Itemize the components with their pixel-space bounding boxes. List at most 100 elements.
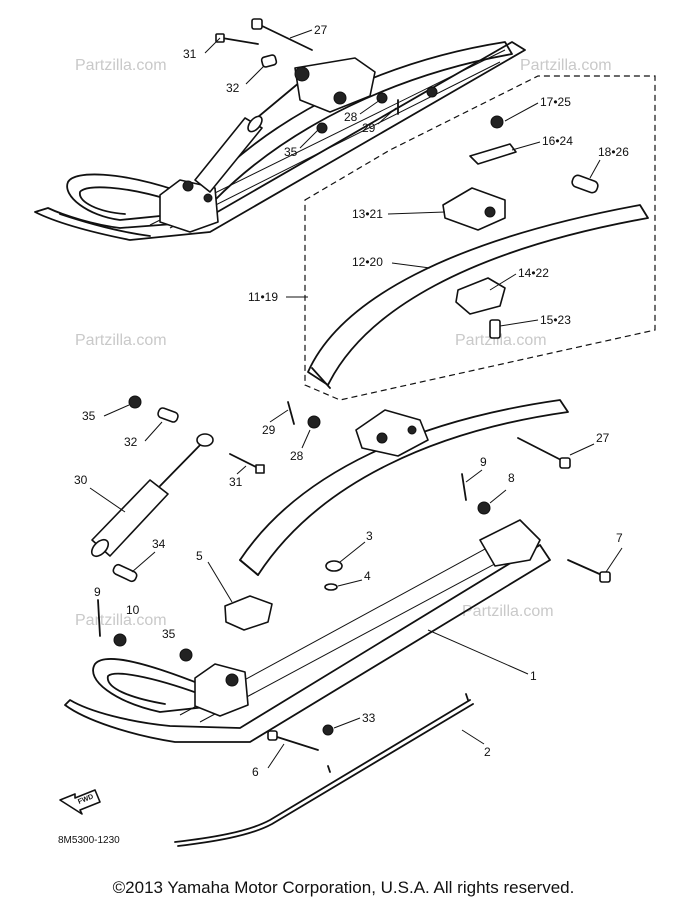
bolt-7-head	[599, 571, 611, 583]
callout-35-front: 35	[162, 627, 176, 641]
top-ski-edge	[59, 213, 151, 237]
leader-lines	[89, 29, 623, 769]
top-leaf-spring	[204, 41, 513, 201]
top-saddle-bushing	[294, 66, 310, 82]
copyright-notice: ©2013 Yamaha Motor Corporation, U.S.A. A…	[112, 878, 575, 897]
bottom-front-bracket	[194, 663, 249, 717]
wear-rod-2-edge	[177, 703, 474, 847]
callout-8: 8	[508, 471, 515, 485]
callout-9-rear: 9	[480, 455, 487, 469]
callout-5: 5	[196, 549, 203, 563]
top-bracket-bolt-2	[203, 193, 213, 203]
callout-16-24: 16•24	[542, 134, 573, 148]
top-spring-saddle	[294, 57, 376, 113]
watermark-3: Partzilla.com	[75, 332, 167, 349]
bottom-leaf-spring	[239, 399, 569, 576]
nut-28-mid	[307, 415, 321, 429]
bolt-6-head	[267, 730, 278, 741]
bolt-7	[567, 559, 605, 577]
top-ski-handle-inner	[79, 186, 171, 215]
callout-13-21: 13•21	[352, 207, 383, 221]
bottom-saddle-bolt-2	[407, 425, 417, 435]
top-shock-body	[194, 117, 263, 193]
callout-3: 3	[366, 529, 373, 543]
callout-28-top: 28	[344, 110, 358, 124]
callout-30: 30	[74, 473, 88, 487]
callout-9-front: 9	[94, 585, 101, 599]
top-nut-35	[316, 122, 328, 134]
callout-14-22: 14•22	[518, 266, 549, 280]
callout-2: 2	[484, 745, 491, 759]
washer-4	[324, 583, 338, 591]
callout-34: 34	[152, 537, 166, 551]
callout-7: 7	[616, 531, 623, 545]
bolt-27-mid-head	[559, 457, 571, 469]
saddle-13	[442, 187, 506, 231]
watermark-4: Partzilla.com	[455, 332, 547, 349]
wear-rod-2	[174, 699, 471, 843]
collar-18	[571, 174, 599, 194]
bolt-27-mid	[517, 437, 566, 463]
bottom-ski-assembly	[64, 395, 611, 847]
bottom-bracket-pivot	[225, 673, 239, 687]
drawing-code: 8M5300-1230	[58, 835, 120, 846]
washer-10	[113, 633, 127, 647]
shock-30-eye-upper	[196, 433, 214, 447]
nut-35-front	[179, 648, 193, 662]
watermark-5: Partzilla.com	[75, 612, 167, 629]
callout-33: 33	[362, 711, 376, 725]
bottom-saddle-bolt	[376, 432, 388, 444]
bracket-14	[455, 277, 506, 315]
wear-rod-stud-rear	[465, 693, 469, 701]
collar-32-mid	[157, 407, 179, 423]
callout-4: 4	[364, 569, 371, 583]
top-shock-collar	[247, 115, 263, 133]
callout-28-mid: 28	[290, 449, 304, 463]
watermark-1: Partzilla.com	[75, 57, 167, 74]
nut-3	[325, 560, 343, 572]
callout-35-top: 35	[284, 145, 298, 159]
top-front-bracket	[159, 179, 219, 233]
watermark-group: Partzilla.com Partzilla.com Partzilla.co…	[75, 57, 612, 629]
pin-9-rear	[461, 473, 467, 501]
nut-17	[490, 115, 504, 129]
bracket-5	[224, 595, 273, 631]
bolt-31-mid-head	[255, 464, 265, 474]
callout-18-26: 18•26	[598, 145, 629, 159]
bolt-15	[489, 319, 501, 339]
bolt-6	[273, 735, 319, 751]
callout-31-mid: 31	[229, 475, 243, 489]
collar-32-top	[260, 54, 278, 68]
callout-11-19: 11•19	[248, 290, 278, 304]
nut-35-mid	[128, 395, 142, 409]
collar-34	[112, 563, 138, 583]
callout-12-20: 12•20	[352, 255, 383, 269]
shock-30-eye-lower	[90, 538, 110, 558]
bolt-31-top	[221, 37, 259, 45]
callout-10: 10	[126, 603, 140, 617]
callout-17-25: 17•25	[540, 95, 571, 109]
callout-32-mid: 32	[124, 435, 138, 449]
callout-6: 6	[252, 765, 259, 779]
pin-29-mid	[287, 401, 295, 425]
leaf-spring-kit	[307, 115, 649, 389]
callout-29-mid: 29	[262, 423, 276, 437]
shock-30-rod	[159, 439, 206, 487]
watermark-2: Partzilla.com	[520, 57, 612, 74]
leaf-spring-kit-boundary	[304, 75, 656, 401]
top-shock-rod	[251, 81, 301, 123]
top-rear-nut	[426, 86, 438, 98]
forward-arrow: FWD	[59, 789, 101, 815]
callout-35-mid: 35	[82, 409, 96, 423]
bottom-leaf-end	[239, 559, 259, 576]
callout-31-top: 31	[183, 47, 197, 61]
top-bracket-bolt	[182, 180, 194, 192]
top-ski-handle	[66, 173, 176, 221]
top-saddle-nut	[333, 91, 347, 105]
leaf-spring-12	[307, 204, 649, 386]
callout-27-mid: 27	[596, 431, 610, 445]
bolt-27-top	[257, 23, 313, 51]
bolt-27-head	[251, 18, 263, 30]
nut-33	[322, 724, 334, 736]
bottom-ski-handle	[92, 658, 216, 713]
